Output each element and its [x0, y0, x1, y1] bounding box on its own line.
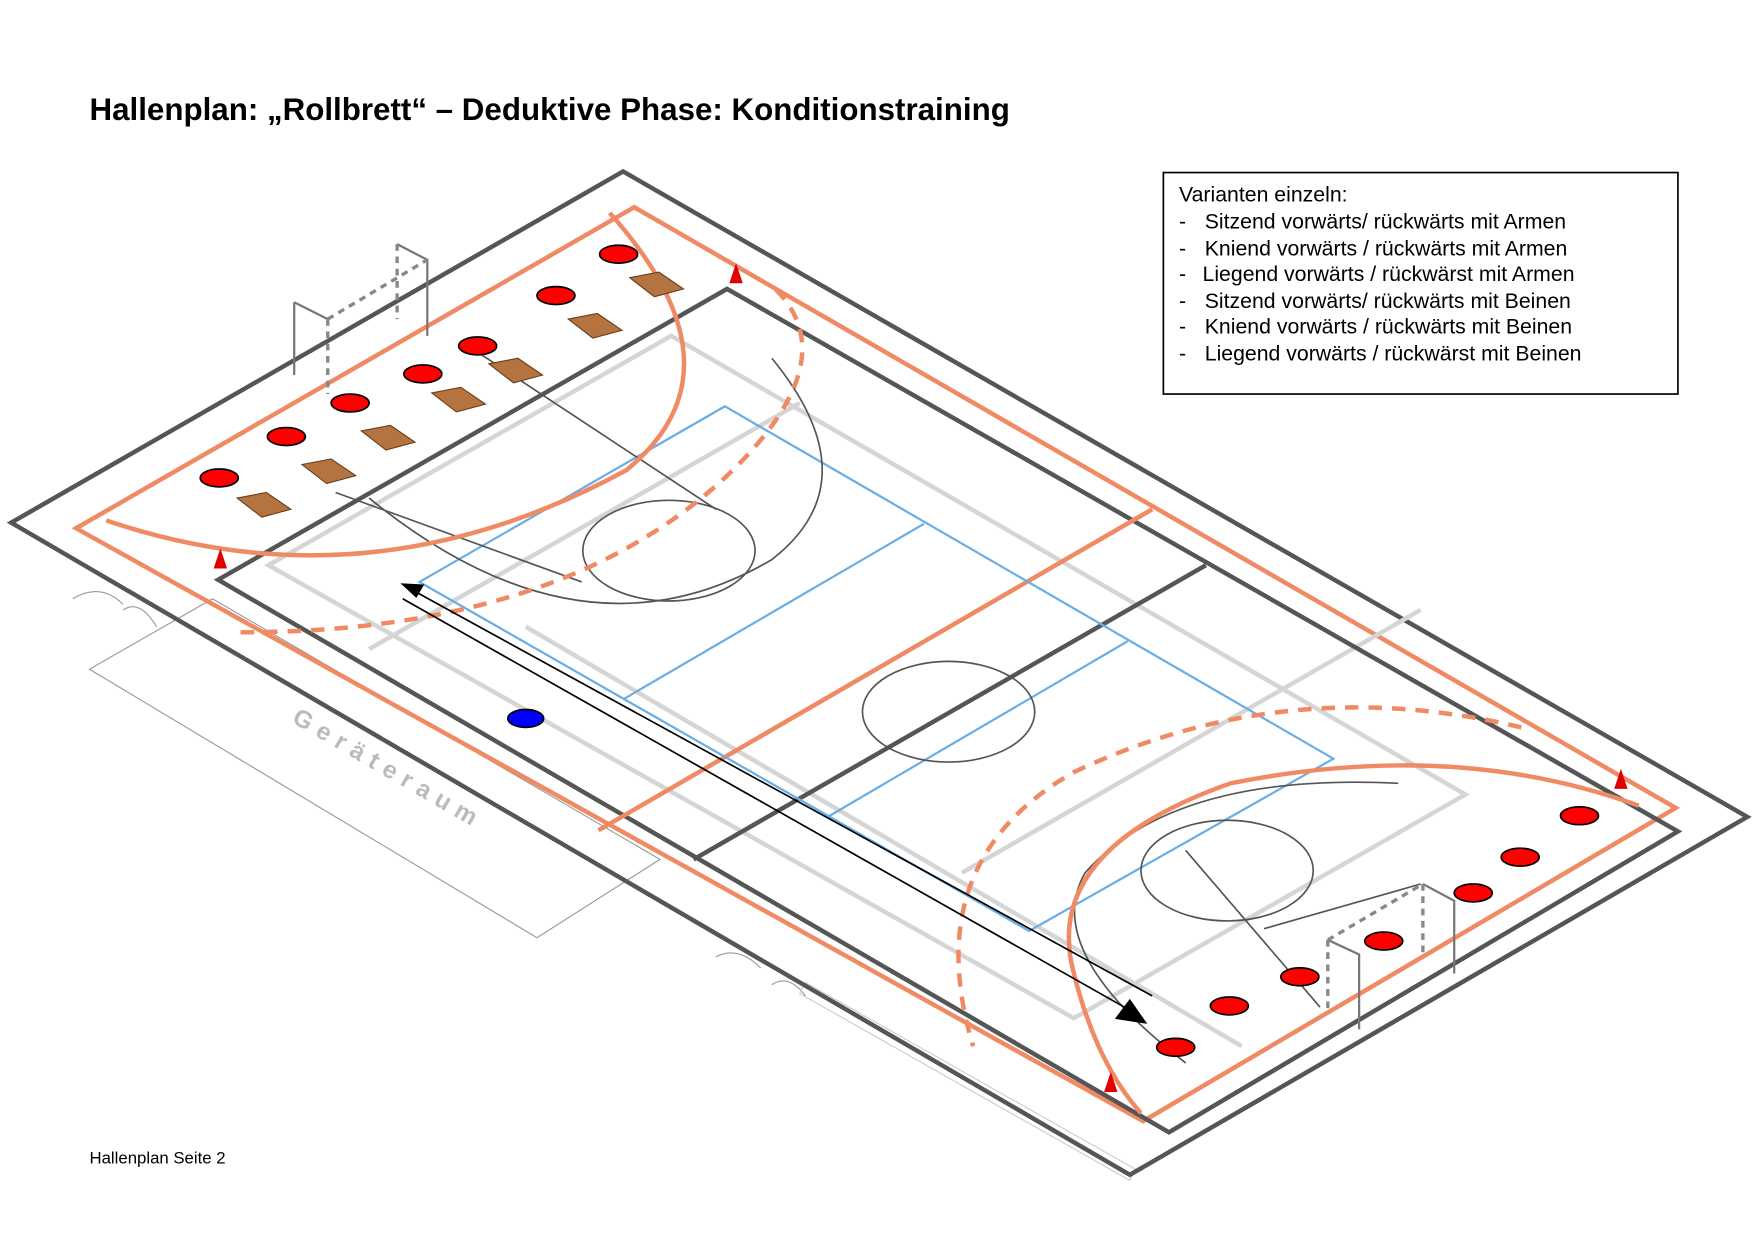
marker: [536, 285, 576, 306]
board: [235, 491, 293, 518]
player-marker: [507, 708, 545, 729]
goal-areas: [105, 211, 1640, 1115]
handball-midline: [597, 507, 1154, 833]
legend-item: Liegend vorwärts / rückwärst mit Beinen: [1205, 341, 1582, 365]
legend-item: Kniend vorwärts / rückwärts mit Armen: [1205, 236, 1568, 260]
board: [430, 386, 487, 413]
svg-text:-: -: [1179, 236, 1186, 260]
marker: [1209, 996, 1250, 1016]
legend-heading: Varianten einzeln:: [1179, 183, 1348, 207]
basketball-lines: [263, 333, 1470, 1049]
volleyball-lines: [417, 405, 1336, 933]
svg-text:-: -: [1179, 262, 1186, 286]
movement-arrows: [400, 583, 1153, 1024]
board: [300, 458, 358, 485]
hall-outline: [6, 168, 1752, 1178]
legend-item: Sitzend vorwärts/ rückwärts mit Armen: [1205, 209, 1566, 233]
board: [566, 312, 624, 339]
page-title: Hallenplan: „Rollbrett“ – Deduktive Phas…: [89, 92, 1009, 127]
svg-text:-: -: [1179, 315, 1186, 339]
cone: [1614, 768, 1628, 789]
court-midline: [692, 563, 1207, 862]
marker: [598, 244, 639, 264]
cone: [213, 548, 228, 569]
board: [359, 424, 417, 451]
marker: [1155, 1037, 1196, 1058]
marker: [1363, 931, 1404, 951]
marker: [1559, 805, 1600, 826]
marker: [1453, 883, 1494, 903]
legend-box: Varianten einzeln: - Sitzend vorwärts/ r…: [1162, 171, 1679, 395]
goal-right: [1326, 882, 1456, 1030]
legend-item: Sitzend vorwärts/ rückwärts mit Beinen: [1205, 289, 1571, 313]
svg-text:-: -: [1179, 341, 1186, 365]
basketball-markings: [335, 346, 1421, 1064]
marker: [266, 426, 307, 447]
board: [487, 357, 544, 384]
cone: [1104, 1071, 1118, 1093]
legend-list: - Sitzend vorwärts/ rückwärts mit Armen …: [1179, 209, 1581, 365]
equipment-room-label: Geräteraum: [288, 704, 489, 836]
marker: [199, 468, 240, 488]
legend-item: Kniend vorwärts / rückwärts mit Beinen: [1205, 315, 1572, 339]
court-outline: [213, 286, 1683, 1135]
marker: [402, 364, 443, 384]
marker: [1500, 847, 1541, 867]
marker: [1279, 967, 1320, 987]
marker: [330, 393, 370, 413]
cones: [213, 263, 1628, 1093]
legend-item: Liegend vorwärts / rückwärst mit Armen: [1203, 262, 1575, 286]
handball-field: [71, 204, 1681, 1124]
goal-left: [293, 243, 429, 395]
board: [628, 271, 685, 298]
marker: [457, 336, 498, 356]
floor-markers: [199, 244, 1600, 1058]
equipment-room: [72, 591, 1137, 1182]
svg-text:-: -: [1179, 209, 1186, 233]
cone: [729, 263, 743, 284]
svg-text:-: -: [1179, 289, 1186, 313]
rollbrett-boards: [235, 271, 685, 518]
page-footer: Hallenplan Seite 2: [89, 1149, 225, 1168]
